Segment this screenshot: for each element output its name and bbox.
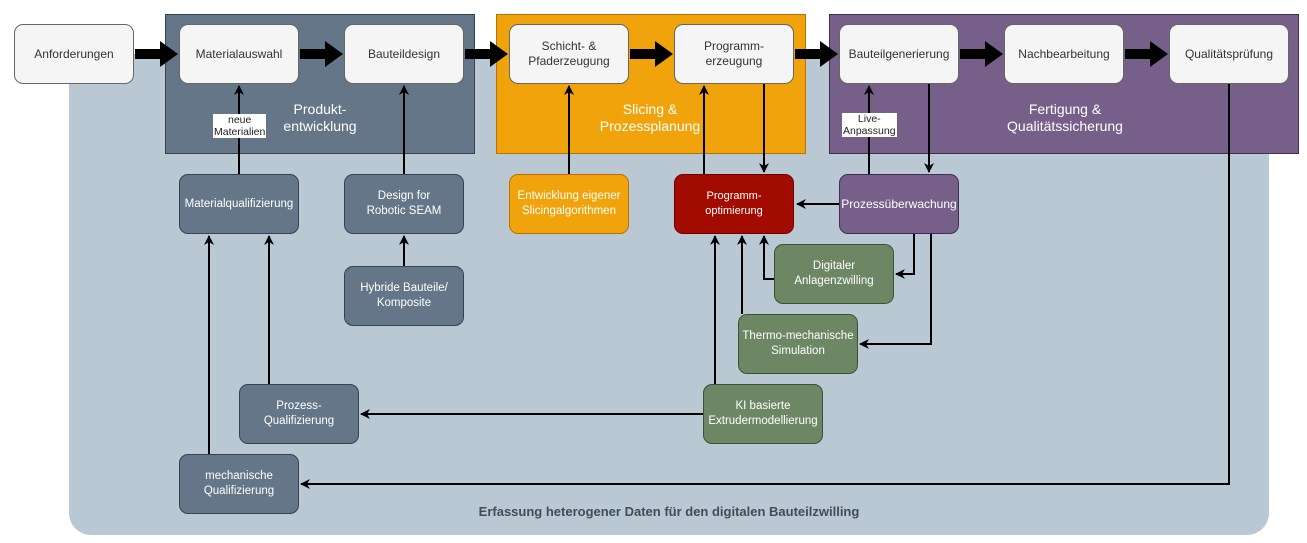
node-anlagenzwilling[interactable]: Digitaler Anlagenzwilling [774, 244, 894, 304]
node-programmoptimierung[interactable]: Programm- optimierung [674, 174, 794, 234]
node-anforderungen[interactable]: Anforderungen [14, 24, 134, 84]
group-label-fertigung: Fertigung & Qualitätssicherung [1007, 101, 1123, 134]
node-slicingalgorithmen[interactable]: Entwicklung eigener Slicingalgorithmen [509, 174, 629, 234]
node-thermo-simulation[interactable]: Thermo-mechanische Simulation [738, 314, 858, 374]
node-nachbearbeitung[interactable]: Nachbearbeitung [1004, 24, 1124, 84]
group-label-slicing: Slicing & Prozessplanung [599, 101, 701, 134]
group-label-produktentwicklung: Produkt- entwicklung [283, 101, 357, 134]
edge-label-neue-materialien: neue Materialien [213, 114, 267, 138]
node-programmerzeugung[interactable]: Programm- erzeugung [674, 24, 794, 84]
node-hybride-bauteile[interactable]: Hybride Bauteile/ Komposite [344, 266, 464, 326]
node-ki-extrudermodellierung[interactable]: KI basierte Extrudermodellierung [703, 384, 823, 444]
node-mechanische-qualifizierung[interactable]: mechanische Qualifizierung [179, 454, 299, 514]
node-prozess-qualifizierung[interactable]: Prozess- Qualifizierung [239, 384, 359, 444]
background-caption: Erfassung heterogener Daten für den digi… [478, 504, 860, 519]
node-bauteilgenerierung[interactable]: Bauteilgenerierung [839, 24, 959, 84]
node-materialqualifizierung[interactable]: Materialqualifizierung [179, 174, 299, 234]
node-materialauswahl[interactable]: Materialauswahl [179, 24, 299, 84]
edge-label-live-anpassung: Live- Anpassung [842, 113, 897, 137]
node-schicht-pfaderzeugung[interactable]: Schicht- & Pfaderzeugung [509, 24, 629, 84]
node-prozessueberwachung[interactable]: Prozessüberwachung [839, 174, 959, 234]
node-design-for-seam[interactable]: Design for Robotic SEAM [344, 174, 464, 234]
node-bauteildesign[interactable]: Bauteildesign [344, 24, 464, 84]
node-qualitaetspruefung[interactable]: Qualitätsprüfung [1169, 24, 1289, 84]
